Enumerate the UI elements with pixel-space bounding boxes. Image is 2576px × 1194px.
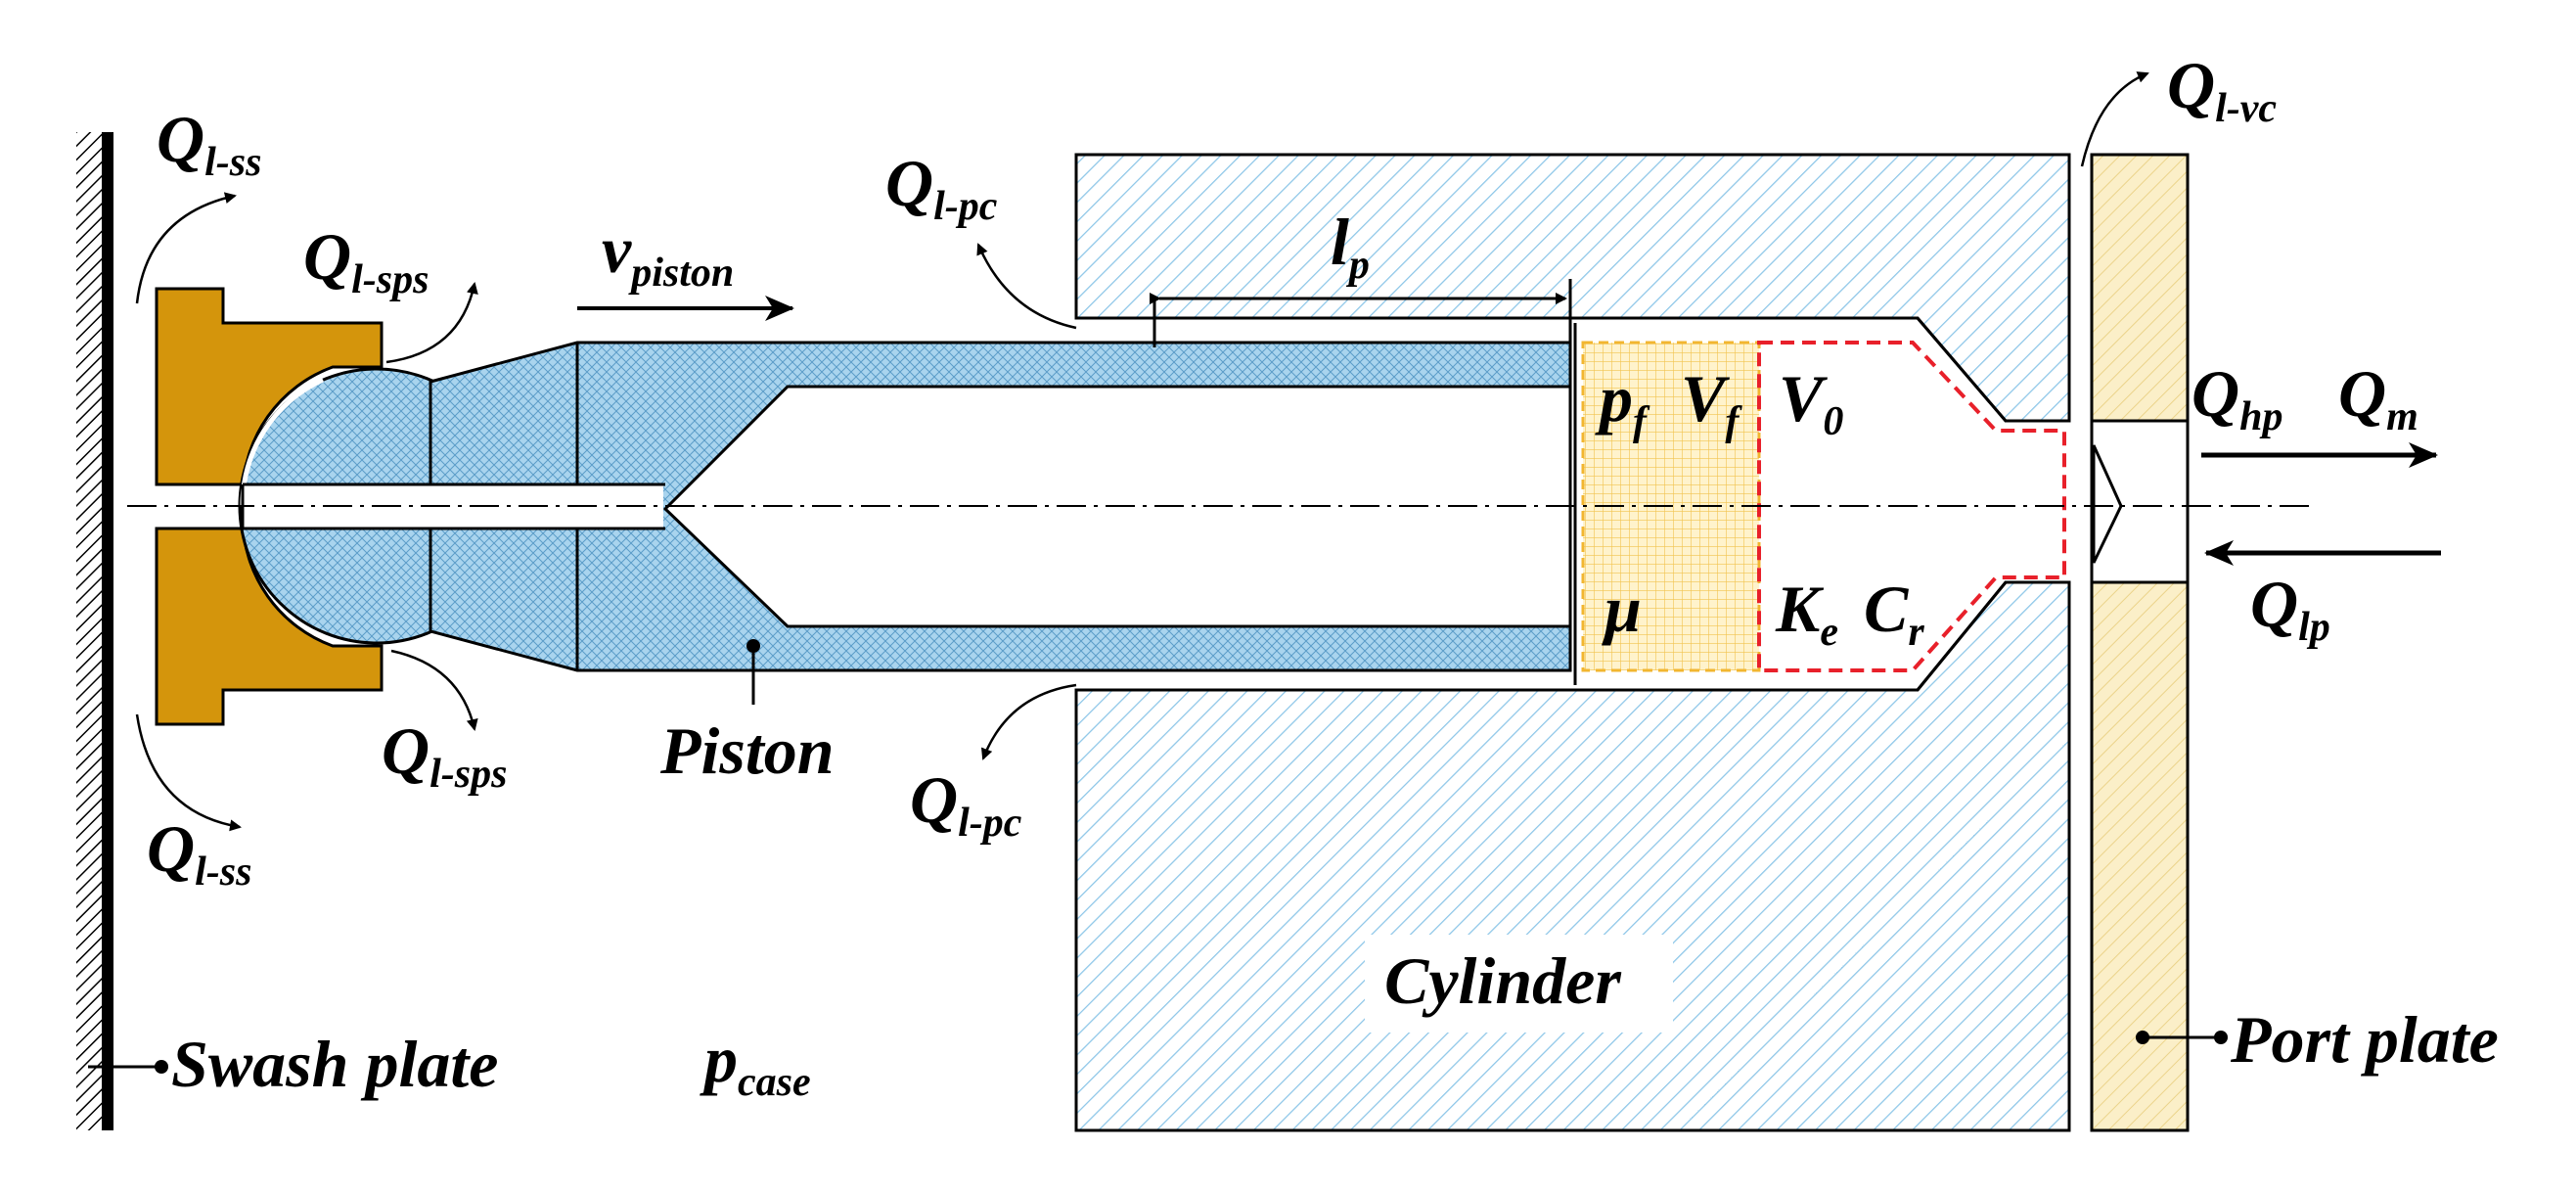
cylinder-label-box (1365, 935, 1673, 1033)
label-l-p: lp (1331, 205, 1370, 288)
port-plate (2090, 153, 2190, 1132)
swash-plate (76, 132, 113, 1130)
cylinder (1074, 153, 2071, 1132)
label-swash-plate: Swash plate (171, 1027, 498, 1101)
leak-sps-top-arrow (385, 282, 478, 364)
swash-plate-leader (88, 1060, 168, 1074)
leak-pc-bottom-arrow (980, 683, 1077, 760)
label-p-case: pcase (700, 1022, 811, 1105)
label-v-f: Vf (1681, 361, 1742, 444)
label-q-l-sps-top: Ql-sps (303, 219, 429, 302)
label-q-l-ss-bottom: Ql-ss (147, 811, 251, 895)
label-q-l-sps-bottom: Ql-sps (382, 713, 507, 797)
label-v-piston: vpiston (602, 212, 734, 296)
label-v-0: V0 (1779, 361, 1843, 444)
label-piston: Piston (659, 713, 835, 788)
label-c-r: Cr (1864, 572, 1924, 655)
label-q-m: Qm (2338, 356, 2418, 439)
label-cylinder: Cylinder (1384, 943, 1621, 1018)
leak-sps-bottom-arrow (390, 649, 478, 731)
chamber-outline (1757, 341, 2066, 672)
label-port-plate: Port plate (2230, 1002, 2499, 1077)
leak-ss-bottom-arrow (135, 713, 242, 832)
label-q-l-pc-bottom: Ql-pc (910, 762, 1022, 846)
label-q-l-pc-top: Ql-pc (885, 146, 998, 229)
leak-pc-top-arrow (976, 243, 1077, 330)
leak-ss-top-arrow (135, 192, 237, 304)
label-q-lp: Qlp (2250, 567, 2330, 650)
label-mu: μ (1602, 572, 1642, 646)
label-k-e: Ke (1775, 572, 1838, 655)
port-plate-leader (2136, 1031, 2228, 1044)
leak-vc-arrow (2080, 71, 2149, 167)
label-q-hp: Qhp (2192, 356, 2282, 439)
label-q-l-vc: Ql-vc (2167, 48, 2277, 131)
label-p-f: pf (1595, 361, 1650, 444)
piston-leader (746, 639, 760, 705)
lp-dimension (1150, 279, 1572, 347)
label-q-l-ss-top: Ql-ss (157, 102, 261, 185)
